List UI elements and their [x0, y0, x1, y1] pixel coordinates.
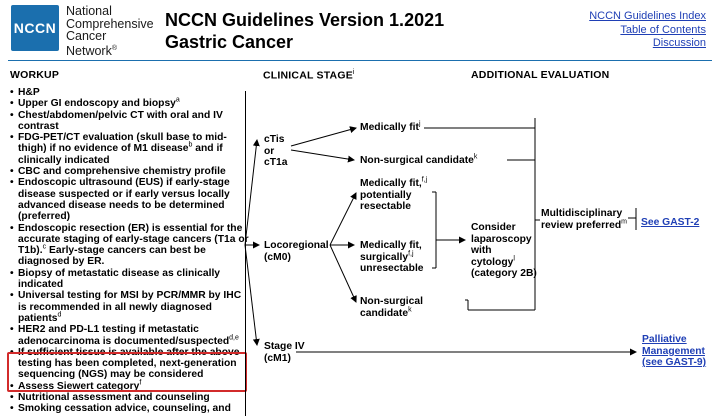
stage-ctis-line2: or	[264, 145, 275, 157]
table-of-contents-link[interactable]: Table of Contents	[620, 23, 706, 36]
nccn-logo: NCCN	[11, 5, 59, 51]
workup-heading: WORKUP	[10, 69, 60, 81]
stage-iv-line2: (cM1)	[264, 352, 291, 364]
clinical-stage-heading: CLINICAL STAGEi	[263, 69, 355, 82]
header-divider	[8, 60, 712, 61]
organization-name: National Comprehensive Cancer Network®	[66, 5, 176, 57]
workup-item: Biopsy of metastatic disease as clinical…	[10, 268, 250, 291]
nonsurgical-candidate-node: Non-surgical candidatek	[360, 153, 478, 166]
nonsurgical-candidate-2-node: Non-surgical candidatek	[360, 296, 423, 319]
see-gast2-link[interactable]: See GAST-2	[641, 217, 700, 228]
guideline-topic: Gastric Cancer	[165, 32, 294, 52]
arrow-to-medically-fit	[290, 126, 357, 147]
guideline-version: NCCN Guidelines Version 1.2021	[165, 10, 445, 30]
workup-item: FDG-PET/CT evaluation (skull base to mid…	[10, 132, 250, 166]
arrow-to-stage4	[244, 244, 260, 346]
medfit-resectable-node: Medically fit,f,j potentially resectable	[360, 176, 428, 212]
page-title: NCCN Guidelines Version 1.2021 Gastric C…	[165, 9, 444, 53]
org-line-3: Cancer	[66, 29, 107, 43]
workup-item: Universal testing for MSI by PCR/MMR by …	[10, 290, 250, 324]
stage-locoregional: Locoregional (cM0)	[264, 240, 329, 263]
stage-ctis-line1: cTis	[264, 134, 285, 145]
palliative-management-link-wrap: Palliative Management (see GAST-9)	[642, 334, 706, 369]
workup-item: HER2 and PD-L1 testing if metastatic ade…	[10, 324, 250, 347]
workup-item: CBC and comprehensive chemistry profile	[10, 166, 250, 178]
stage-ctis: cTis or cT1a	[264, 134, 287, 169]
guidelines-index-link[interactable]: NCCN Guidelines Index	[589, 10, 706, 22]
mdt-review-node: Multidisciplinary review preferredm	[541, 208, 627, 231]
palliative-link-line3[interactable]: (see GAST-9)	[642, 357, 707, 368]
org-line-1: National	[66, 4, 112, 18]
stage-iv-line1: Stage IV	[264, 341, 305, 352]
laparoscopy-node: Consider laparoscopy with cytologyl (cat…	[471, 222, 537, 279]
arrow-to-nonsurgical-2	[329, 244, 357, 303]
workup-item: Upper GI endoscopy and biopsya	[10, 97, 250, 110]
workup-item: Nutritional assessment and counseling	[10, 392, 250, 404]
workup-item: H&P	[10, 87, 250, 99]
arrow-to-resectable	[329, 192, 357, 246]
medically-fit-node: Medically fitj	[360, 120, 421, 133]
discussion-link[interactable]: Discussion	[652, 37, 706, 49]
org-line-4: Network®	[66, 43, 118, 58]
stage-locoregional-line1: Locoregional	[264, 240, 329, 251]
org-line-2: Comprehensive	[66, 16, 154, 31]
additional-evaluation-heading: ADDITIONAL EVALUATION	[471, 69, 610, 81]
workup-bracket-line	[245, 91, 246, 416]
workup-item: Assess Siewert categoryf	[10, 379, 250, 392]
stage-iv: Stage IV (cM1)	[264, 341, 305, 364]
workup-item: Smoking cessation advice, counseling, an…	[10, 403, 250, 415]
stage-locoregional-line2: (cM0)	[264, 251, 291, 263]
medfit-unresectable-node: Medically fit, surgicallyf,j unresectabl…	[360, 240, 424, 274]
ngs-highlight-box	[7, 352, 247, 392]
workup-item: Endoscopic resection (ER) is essential f…	[10, 223, 250, 268]
see-gast2-link-wrap: See GAST-2	[641, 212, 699, 230]
arrow-to-ctis	[244, 139, 260, 246]
palliative-link-line1[interactable]: Palliative	[642, 334, 687, 345]
workup-item: Chest/abdomen/pelvic CT with oral and IV…	[10, 110, 250, 133]
workup-item: Endoscopic ultrasound (EUS) if early-sta…	[10, 177, 250, 222]
top-links: NCCN Guidelines Index Table of Contents …	[589, 10, 706, 51]
palliative-link-line2[interactable]: Management	[642, 345, 705, 357]
stage-ctis-line3: cT1a	[264, 157, 288, 168]
arrow-to-nonsurgical	[290, 149, 355, 163]
